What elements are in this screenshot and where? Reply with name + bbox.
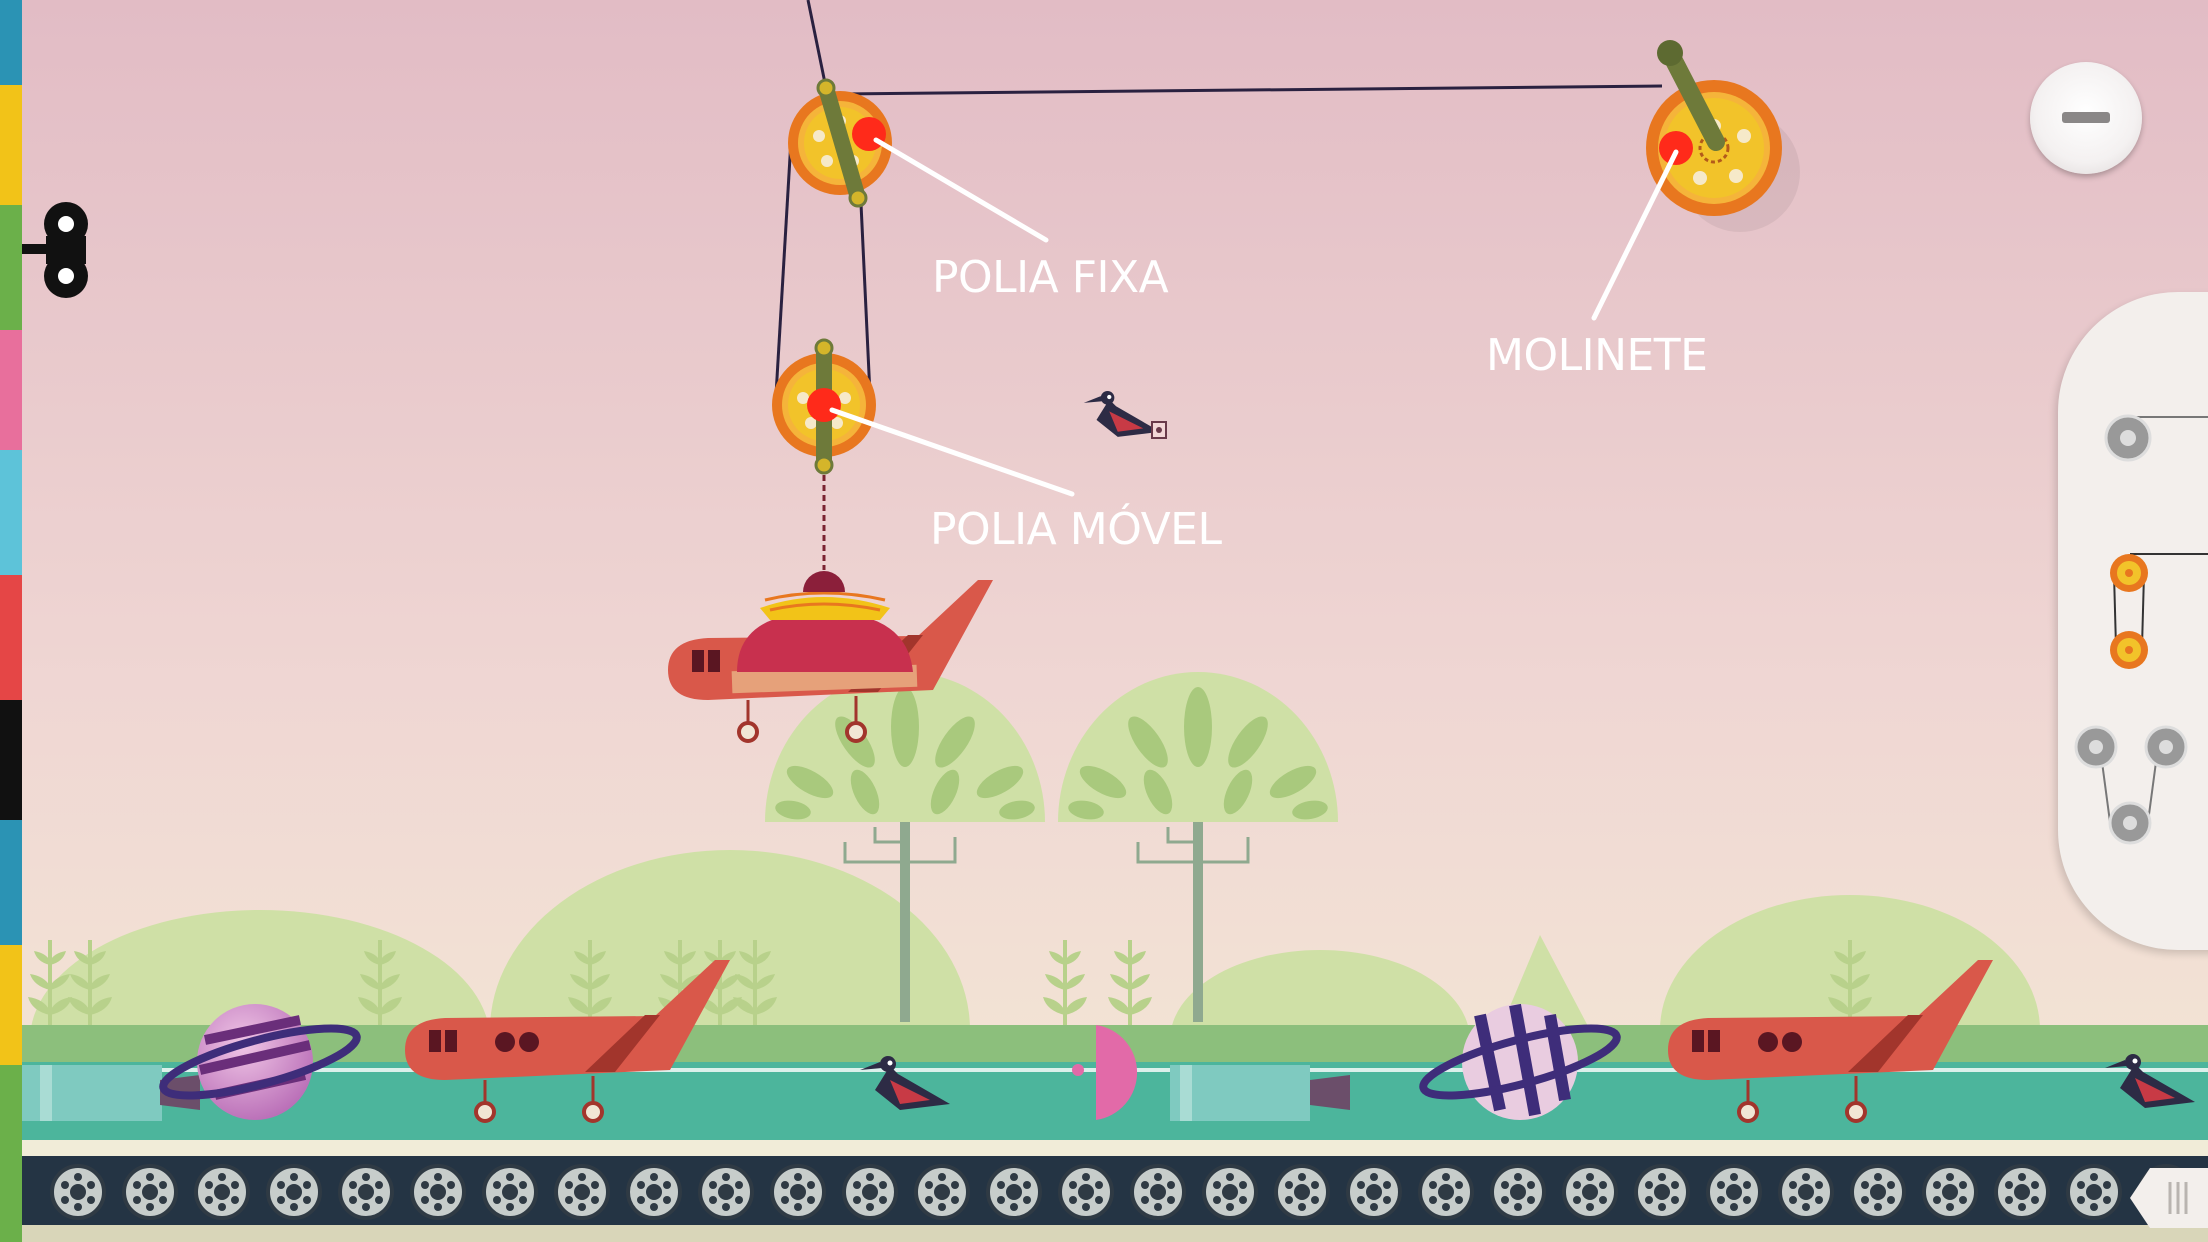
conveyor-half-disc[interactable] [1072, 1025, 1138, 1120]
palette-item-three-pulley-system[interactable] [2074, 725, 2188, 845]
conveyor-planet-2[interactable] [1418, 1003, 1623, 1120]
winch-knob[interactable] [1659, 131, 1693, 165]
winch-crank-handle[interactable] [1657, 40, 1683, 66]
conveyor-planet-1[interactable] [158, 1004, 363, 1120]
winch-crank-arm[interactable] [1661, 44, 1725, 151]
wind-up-key-icon[interactable] [22, 192, 92, 308]
label-winch: MOLINETE [1486, 330, 1708, 381]
tray-handle[interactable] [2130, 1168, 2208, 1228]
movable-pulley[interactable] [772, 338, 876, 475]
left-color-strip [0, 0, 22, 1242]
hanging-airplane[interactable] [666, 571, 995, 743]
palette-item-single-pulley[interactable] [2104, 414, 2208, 462]
pulley-palette[interactable] [2058, 292, 2208, 950]
grip-icon [2168, 1182, 2188, 1214]
palette-item-block-and-tackle[interactable] [2110, 553, 2208, 669]
winch[interactable] [1646, 40, 1800, 232]
label-movable-pulley: POLIA MÓVEL [930, 504, 1222, 555]
flying-bird[interactable] [1083, 391, 1167, 439]
movable-pulley-knob[interactable] [807, 388, 841, 422]
conveyor-rocket-2[interactable] [1170, 1065, 1350, 1121]
minus-icon [2062, 112, 2110, 123]
zoom-out-button[interactable] [2030, 62, 2142, 174]
label-leaders [829, 137, 1679, 497]
label-fixed-pulley: POLIA FIXA [932, 252, 1169, 303]
fixed-pulley-knob[interactable] [852, 117, 886, 151]
